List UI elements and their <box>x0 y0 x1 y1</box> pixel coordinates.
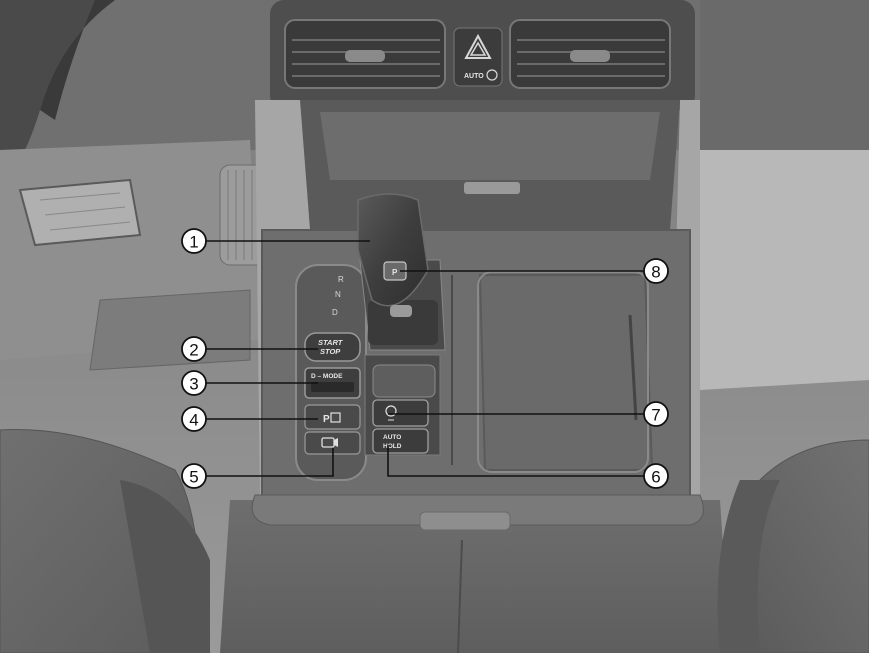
parking-assist-icon: P <box>323 414 330 425</box>
gear-indicator-d: D <box>332 308 338 317</box>
auto-hold-button[interactable] <box>372 428 429 454</box>
callout-4: 4 <box>181 406 207 432</box>
svg-text:7: 7 <box>651 406 660 425</box>
callout-3: 3 <box>181 370 207 396</box>
parking-brake-icon <box>385 405 397 417</box>
svg-text:2: 2 <box>189 341 198 360</box>
armrest <box>220 500 730 653</box>
parking-assist-button[interactable] <box>304 404 361 430</box>
armrest-latch[interactable] <box>419 511 511 531</box>
svg-text:1: 1 <box>189 233 198 252</box>
callout-6: 6 <box>643 463 669 489</box>
svg-text:D – MODE: D – MODE <box>311 373 343 380</box>
svg-text:4: 4 <box>189 411 198 430</box>
vent-module: AUTO <box>270 0 695 110</box>
svg-text:3: 3 <box>189 375 198 394</box>
left-storage <box>89 289 251 371</box>
recirculation-icon <box>486 69 498 81</box>
callout-leaders <box>206 240 650 477</box>
callout-2: 2 <box>181 336 207 362</box>
svg-text:STOP: STOP <box>320 347 341 356</box>
callout-8: 8 <box>643 258 669 284</box>
gear-selector-knob[interactable] <box>357 193 429 307</box>
callout-7: 7 <box>643 401 669 427</box>
electric-parking-brake-switch[interactable] <box>372 399 429 427</box>
svg-text:5: 5 <box>189 468 198 487</box>
steering-wheel-rim <box>0 0 115 190</box>
gear-indicator-n: N <box>335 290 341 299</box>
callout-5: 5 <box>181 463 207 489</box>
callout-1: 1 <box>181 228 207 254</box>
svg-text:AUTO: AUTO <box>383 434 401 441</box>
right-dash-panel <box>700 150 869 390</box>
charging-pad <box>478 274 654 471</box>
svg-text:P: P <box>392 268 398 277</box>
svg-text:8: 8 <box>651 263 660 282</box>
usb-port-cover[interactable] <box>464 182 520 194</box>
svg-text:6: 6 <box>651 468 660 487</box>
svg-text:HOLD: HOLD <box>383 443 402 450</box>
gear-indicator-r: R <box>338 275 344 284</box>
hazard-icon <box>464 33 492 59</box>
svg-text:START: START <box>318 338 344 347</box>
vent-auto-label: AUTO <box>464 73 484 80</box>
start-stop-button[interactable] <box>304 332 361 362</box>
